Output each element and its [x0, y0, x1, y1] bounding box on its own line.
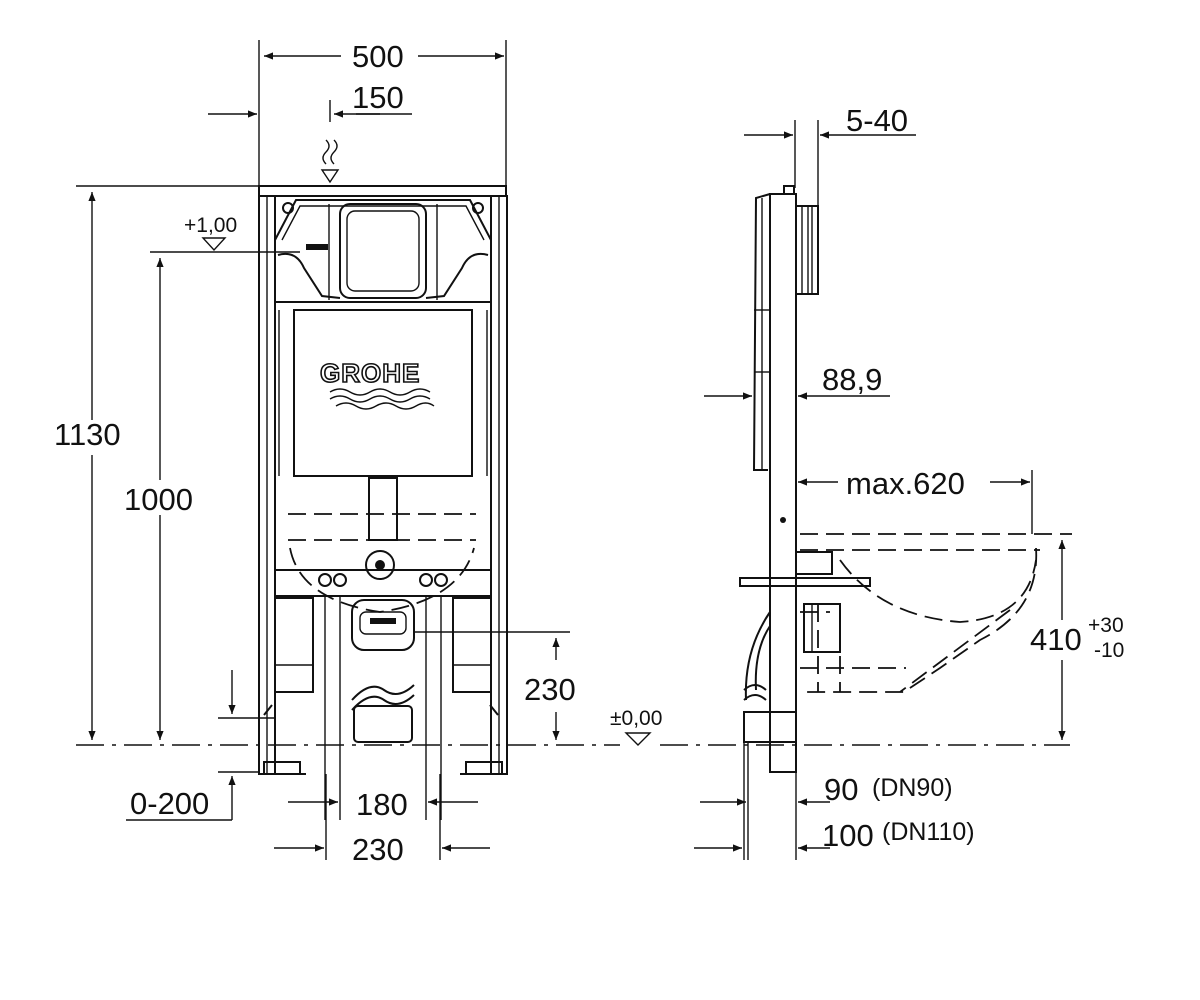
- installation-frame: [258, 185, 508, 820]
- dim-leg-adjust: 0-200: [126, 670, 276, 821]
- floor-level-label: ±0,00: [610, 707, 662, 730]
- dim-wall-range: 5-40: [744, 103, 916, 206]
- pipe-90-note: (DN90): [872, 774, 953, 802]
- dim-waste-height: 230: [414, 631, 576, 740]
- leg-adjust-label: 0-200: [130, 786, 209, 821]
- bowl-tol-minus-label: -10: [1094, 639, 1124, 662]
- floor-level-mark: ±0,00: [610, 707, 662, 746]
- dim-pipe-100: 100 (DN110): [694, 742, 975, 860]
- wall-range-label: 5-40: [846, 103, 908, 138]
- dim-height-cistern: 1000 +1,00: [124, 214, 300, 740]
- grohe-logo: GROHE: [319, 357, 435, 410]
- water-inlet-icon: [320, 139, 340, 184]
- width-total-label: 500: [352, 39, 404, 74]
- depth-label: 88,9: [822, 362, 882, 397]
- bolt-spacing-label: 180: [356, 787, 408, 822]
- dim-max-projection: max.620: [798, 466, 1033, 534]
- bowl-height-label: 410: [1030, 622, 1082, 657]
- dim-depth: 88,9: [704, 362, 890, 400]
- waste-height-label: 230: [524, 672, 576, 707]
- height-cistern-label: 1000: [124, 482, 193, 517]
- side-view: 5-40: [610, 103, 1124, 860]
- dim-bowl-height: 410 +30 -10: [1030, 540, 1124, 740]
- level-mark-label: +1,00: [184, 214, 237, 237]
- pipe-100-label: 100: [822, 818, 874, 853]
- floor-level-icon: [624, 732, 652, 746]
- front-view: 500 150 1130 1000 +1,00: [54, 39, 620, 867]
- dim-bolt-spacing: 180: [288, 787, 478, 822]
- side-frame: [739, 185, 871, 773]
- logo-text: GROHE: [320, 358, 420, 388]
- wc-bowl-outline: [800, 533, 1072, 693]
- pipe-90-label: 90: [824, 772, 858, 807]
- outlet-spacing-label: 230: [352, 832, 404, 867]
- height-total-label: 1130: [54, 417, 121, 452]
- level-mark-icon: [201, 237, 227, 252]
- dim-pipe-90: 90 (DN90): [700, 742, 953, 860]
- max-projection-label: max.620: [846, 466, 965, 501]
- dim-outlet-spacing: 230: [274, 774, 490, 867]
- dim-height-total: 1130: [54, 185, 258, 740]
- dim-inlet-offset: 150: [208, 80, 412, 122]
- bowl-tol-plus-label: +30: [1088, 614, 1124, 637]
- dim-width-total: 500: [258, 39, 507, 188]
- pipe-100-note: (DN110): [882, 818, 975, 846]
- inlet-offset-label: 150: [352, 80, 404, 115]
